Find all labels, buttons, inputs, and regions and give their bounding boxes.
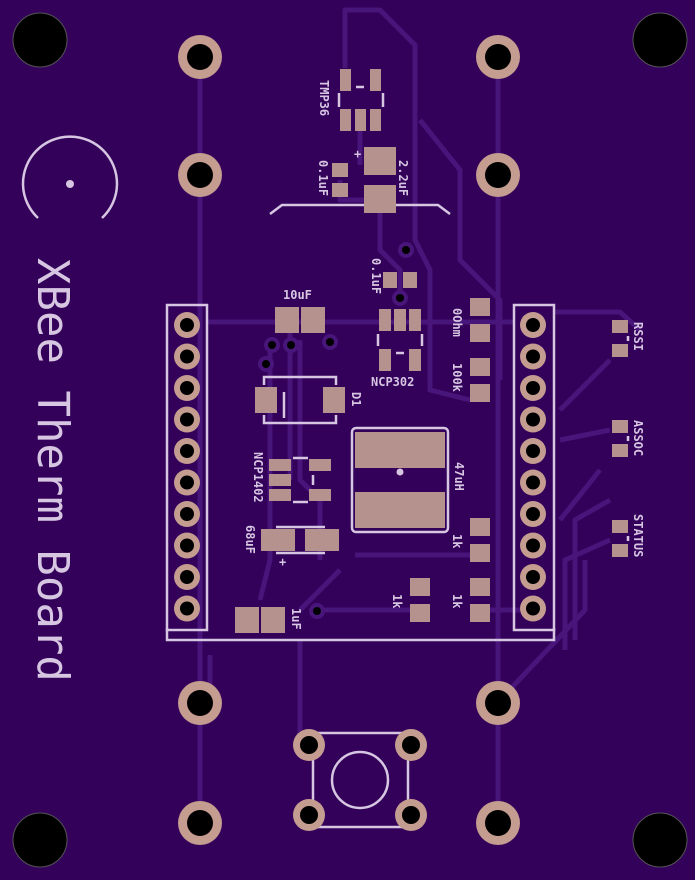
header-pin-drill [526,318,540,332]
led-status-label: STATUS [631,514,645,557]
header-pin-drill [180,444,194,458]
c22-plus: + [354,147,361,161]
inductor-label: 47uH [452,462,466,491]
r-1k-c-label: 1k [450,594,464,609]
header-pin-drill [526,570,540,584]
led-rssi-label: RSSI [631,322,645,351]
ncp302-label: NCP302 [371,375,414,389]
header-pin-drill [180,507,194,521]
header-pin-drill [526,412,540,427]
c-tmp-label: 0.1uF [316,160,330,196]
board-title: XBee Therm Board [27,258,78,682]
header-pin-drill [526,381,540,395]
led-assoc-label: ASSOC [631,420,645,456]
header-pin-drill [180,538,194,553]
r-1k-b-label: 1k [390,594,404,609]
tmp36-label: TMP36 [317,80,331,116]
header-pin-drill [526,475,540,490]
caps-top: 0.1uF + 2.2uF [316,147,410,213]
c-1uf-label: 1uF [289,608,303,630]
c-68uf: + 68uF [243,525,339,569]
inductor-47uh: 47uH [350,426,466,534]
logo-arc [21,135,119,219]
header-pin-drill [526,507,540,521]
header-pin-drill [180,349,194,364]
header-pins [174,312,546,622]
header-pin-drill [180,475,194,490]
resistors-right: 0Ohm 100k [450,298,490,402]
c22-label: 2.2uF [396,160,410,196]
ncp1402-label: NCP1402 [251,452,265,503]
header-pin-drill [526,601,540,616]
c-68uf-label: 68uF [243,525,257,554]
header-pin-drill [180,570,194,584]
c-10uf: 10uF [275,288,325,333]
mounting-holes [12,12,688,868]
diode-d1: D1 [255,375,363,425]
c-68uf-plus: + [279,555,286,569]
header-pin-drill [180,412,194,427]
header-pin-drill [526,444,540,458]
r-0ohm-label: 0Ohm [450,308,464,337]
resistors-1k: 1k 1k 1k [390,518,490,622]
pushbutton [293,729,427,831]
header-pin-drill [180,318,194,332]
c-ncp302-label: 0.1uF [369,258,383,294]
r-1k-a-label: 1k [450,534,464,549]
header-pin-drill [526,538,540,553]
header-pin-drill [180,381,194,395]
through-holes [178,35,520,845]
xbee-header-left [165,303,209,632]
xbee-header-right [512,303,556,632]
board-edge-mark [269,203,451,215]
header-pin-drill [180,601,194,616]
header-pin-drill [526,349,540,364]
ncp302: 0.1uF NCP302 [369,258,424,389]
c-10uf-label: 10uF [283,288,312,302]
xbee-outline [165,628,556,642]
leds: RSSI ASSOC STATUS [612,320,645,557]
tmp36: TMP36 [317,69,385,131]
ncp1402: NCP1402 [251,452,331,504]
r-100k-label: 100k [450,363,464,393]
d1-label: D1 [349,392,363,406]
c-1uf: 1uF [235,607,303,633]
